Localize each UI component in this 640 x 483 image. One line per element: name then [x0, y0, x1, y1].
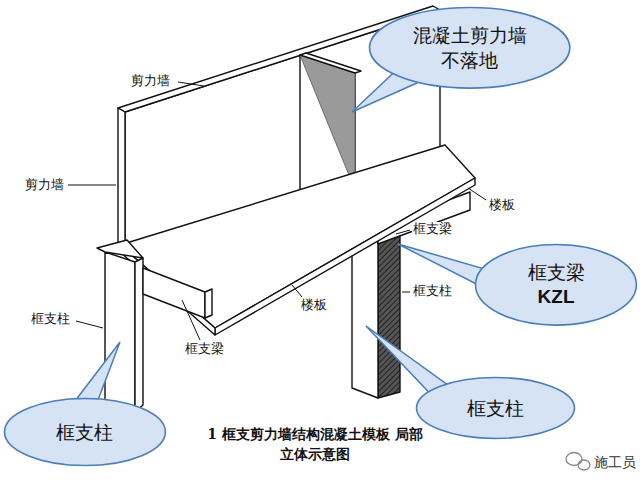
- part-label: 楼板: [488, 198, 516, 212]
- icon-bubble: [566, 453, 582, 466]
- callout-pointer: [72, 342, 120, 405]
- frame-column: [352, 240, 378, 398]
- leader-line: [182, 300, 200, 340]
- ellipse-shape: [370, 8, 570, 89]
- part-label: 剪力墙: [130, 74, 171, 88]
- watermark: 施工员: [594, 454, 636, 472]
- frame-beam: [143, 268, 205, 318]
- callout-line: 框支柱: [34, 420, 136, 445]
- leader-line: [292, 285, 302, 297]
- shear-wall-edge: [118, 108, 125, 245]
- leader-line: [468, 188, 486, 200]
- part-label: 剪力墙: [24, 178, 65, 192]
- callout-ellipse: 框支柱: [3, 397, 167, 467]
- frame-beam-side: [205, 289, 212, 318]
- figure-caption: 1 框支剪力墙结构混凝土模板 局部立体示意图: [205, 424, 425, 465]
- leader-line: [68, 185, 116, 186]
- floor-slab: [120, 145, 475, 328]
- leader-line: [402, 292, 410, 293]
- frame-column: [378, 222, 400, 398]
- transverse-wall-top: [300, 53, 361, 73]
- callout-line: KZL: [505, 285, 607, 310]
- leader-line: [76, 321, 103, 328]
- ellipse-shape: [416, 378, 574, 439]
- callout-ellipse: 框支柱: [415, 376, 576, 440]
- callout-line: 混凝土剪力墙 不落地: [405, 23, 534, 72]
- part-label: 框支柱: [412, 284, 453, 298]
- callout-ellipse: 框支梁KZL: [474, 243, 638, 327]
- part-label: 楼板: [300, 298, 328, 312]
- callout-ellipse: 混凝土剪力墙 不落地: [368, 6, 571, 90]
- part-label: 框支梁: [184, 342, 225, 356]
- frame-column-top: [97, 240, 143, 258]
- callout-line: 框支柱: [445, 396, 545, 421]
- leader-line: [178, 82, 204, 86]
- callout-text: 混凝土剪力墙 不落地: [405, 23, 534, 72]
- leader-line: [396, 230, 410, 234]
- callout-pointers: [72, 62, 500, 405]
- watermark-icon: [566, 453, 590, 471]
- ellipse-outline: [368, 6, 571, 90]
- frame-column: [105, 252, 135, 412]
- part-label: 框支梁: [412, 222, 453, 236]
- ellipse-shape: [5, 399, 166, 466]
- callout-line: 框支梁: [505, 260, 607, 285]
- icon-bubble: [578, 460, 590, 470]
- ellipse-shape: [476, 245, 637, 326]
- transverse-wall-shade: [300, 55, 355, 190]
- ellipse-outline: [474, 243, 638, 327]
- part-label: 框支柱: [30, 312, 71, 326]
- callout-text: 框支柱: [34, 420, 136, 445]
- callout-text: 框支梁KZL: [505, 260, 607, 309]
- callout-text: 框支柱: [445, 396, 545, 421]
- frame-column-side: [135, 258, 143, 412]
- leader-lines: [68, 82, 486, 340]
